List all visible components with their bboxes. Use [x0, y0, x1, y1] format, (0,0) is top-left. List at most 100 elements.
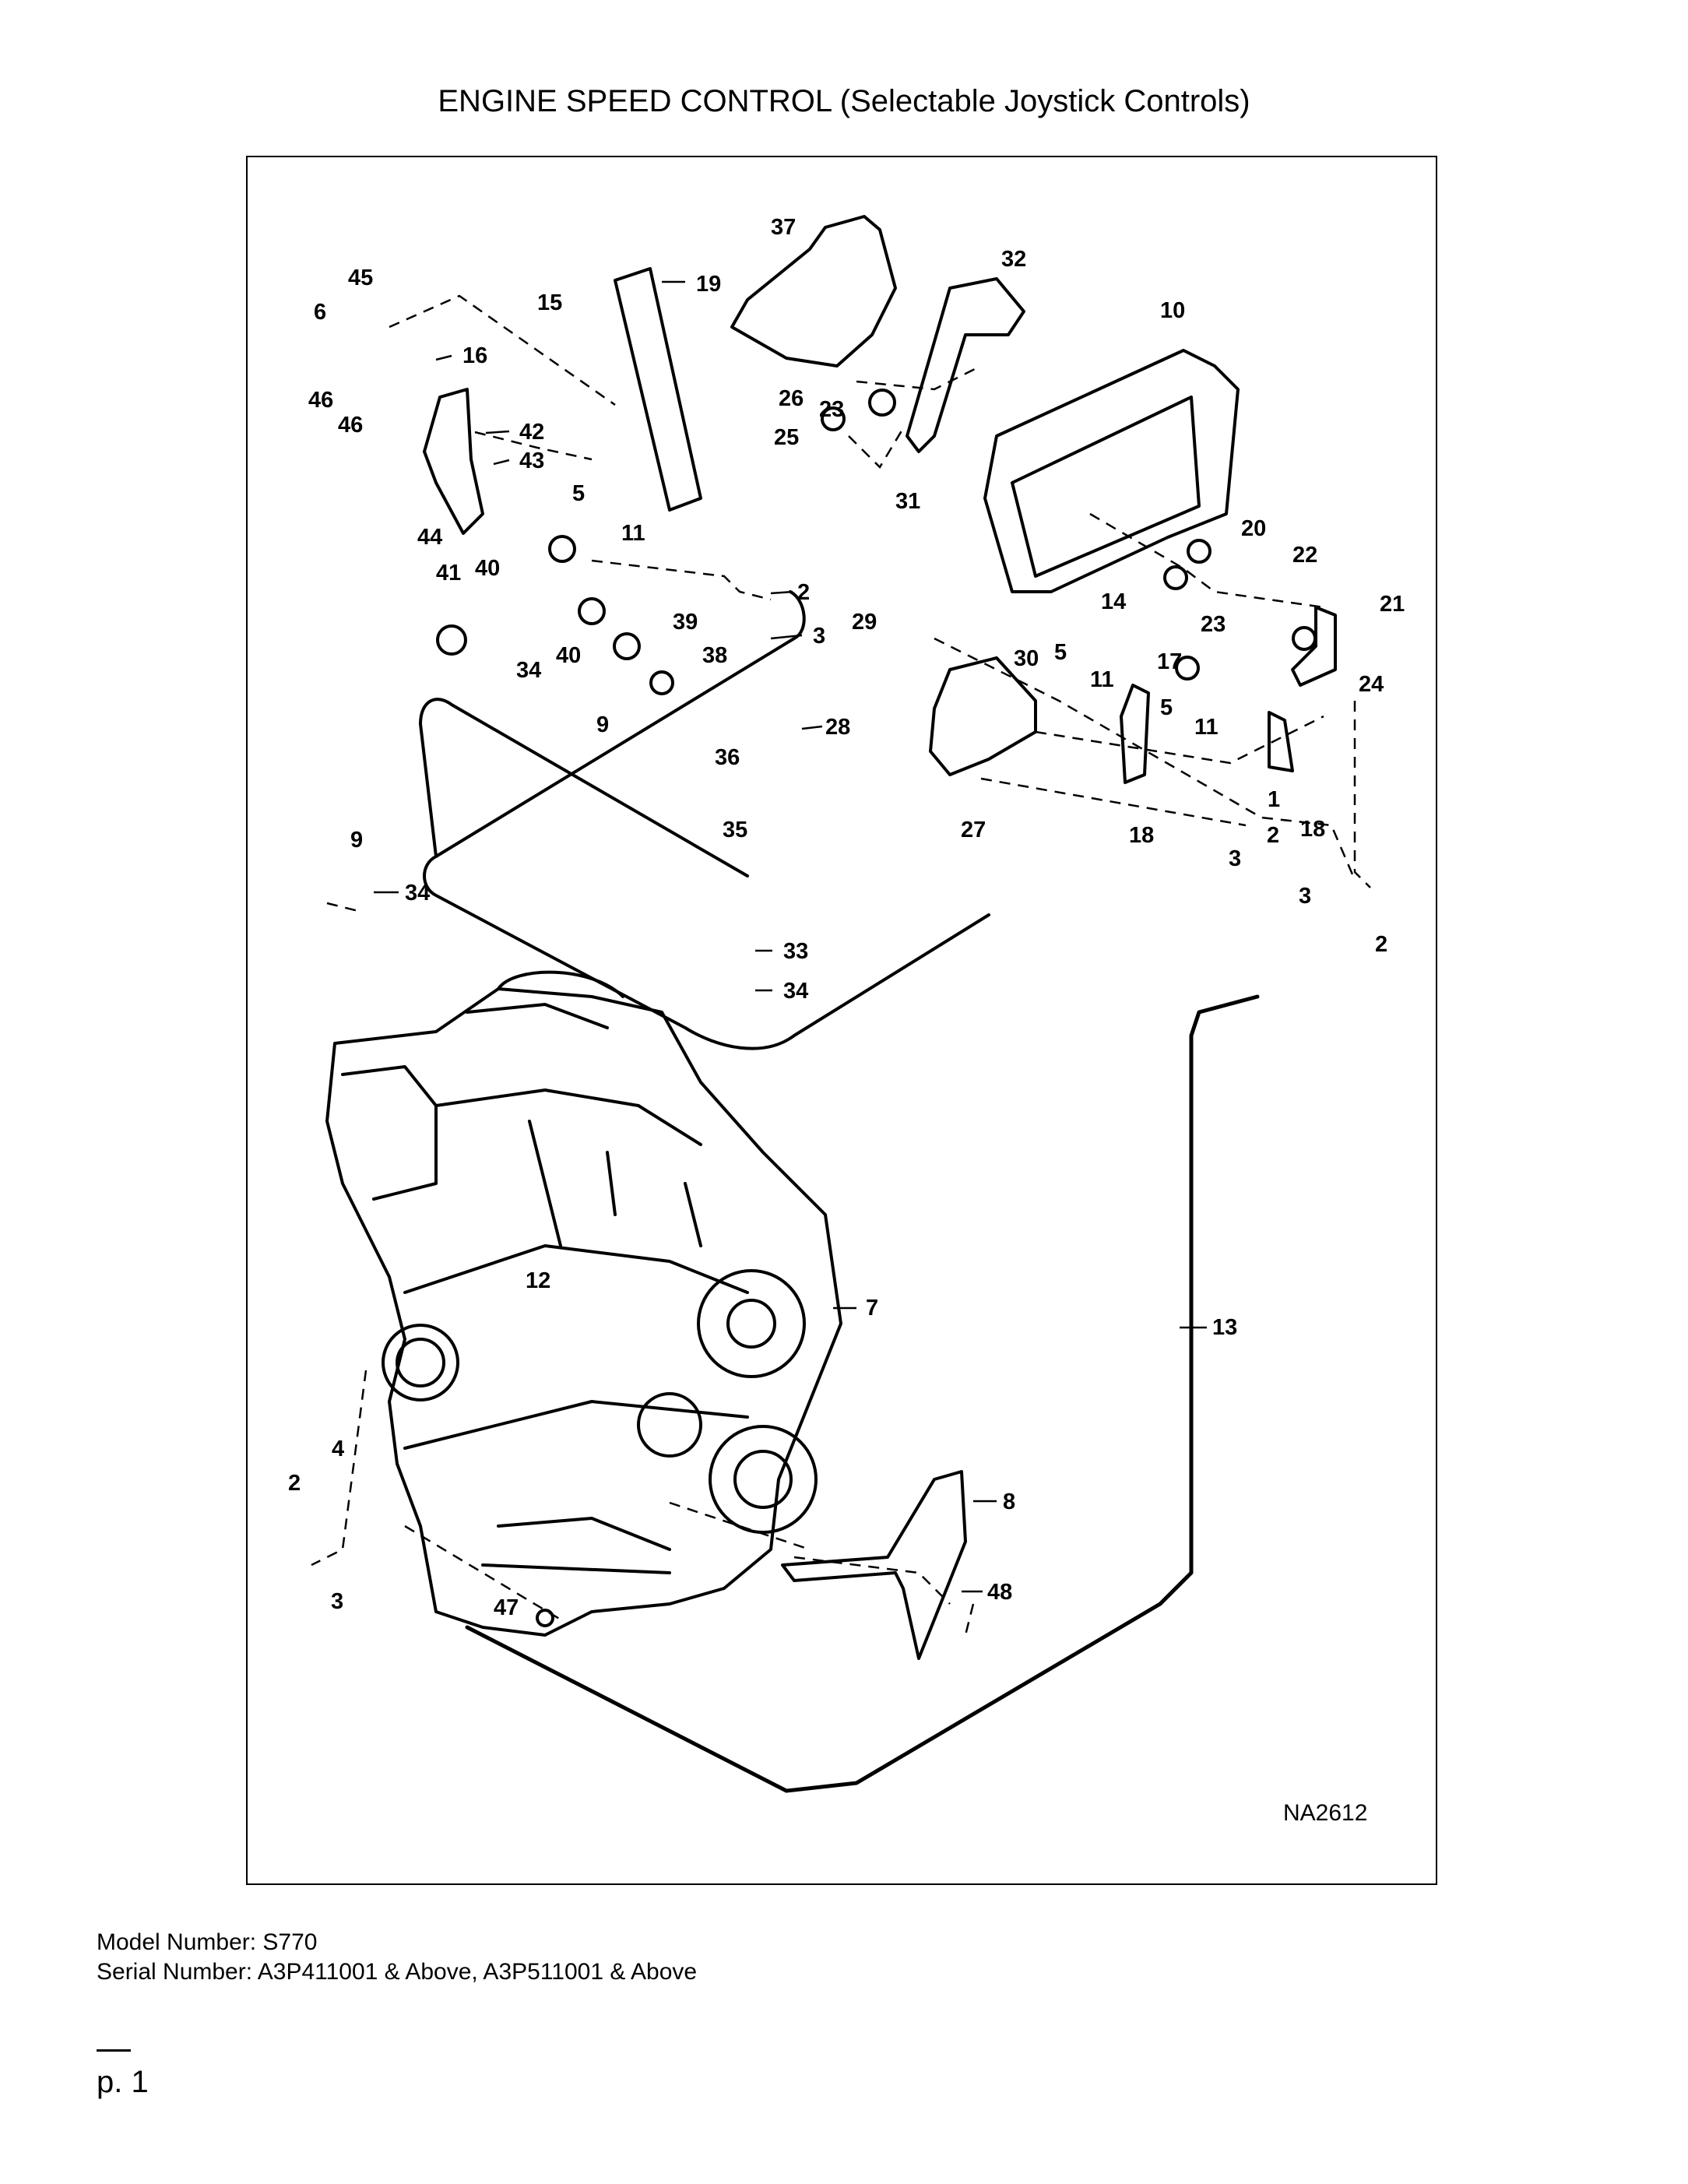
callout-23b: 23: [1201, 612, 1226, 637]
callout-23a: 23: [819, 397, 844, 422]
svg-text:35: 35: [723, 818, 747, 842]
callout-3c: 3: [1299, 884, 1311, 909]
callout-3a: 3: [813, 624, 825, 649]
svg-text:9: 9: [350, 828, 363, 853]
svg-text:2: 2: [1375, 932, 1387, 957]
callout-27: 27: [961, 818, 986, 842]
page-title: ENGINE SPEED CONTROL (Selectable Joystic…: [438, 84, 1250, 118]
callout-13: 13: [1212, 1315, 1237, 1340]
svg-text:11: 11: [1090, 667, 1114, 692]
svg-text:8: 8: [1003, 1489, 1015, 1514]
svg-text:2: 2: [1267, 823, 1279, 848]
svg-text:23: 23: [1201, 612, 1226, 637]
callout-34b: 34: [405, 881, 430, 906]
svg-text:34: 34: [405, 881, 430, 906]
svg-text:47: 47: [494, 1595, 519, 1620]
bracket-8: [781, 1470, 967, 1660]
cable-35: [423, 590, 990, 1050]
bracket-37: [730, 215, 897, 368]
cable-13: [465, 994, 1260, 1793]
callout-34c: 34: [783, 979, 808, 1004]
callout-38: 38: [702, 643, 727, 668]
svg-text:46: 46: [338, 413, 363, 438]
callout-2c: 2: [1375, 932, 1387, 957]
svg-text:14: 14: [1101, 589, 1126, 614]
svg-text:38: 38: [702, 643, 727, 668]
svg-text:18: 18: [1300, 817, 1325, 842]
callout-2d: 2: [288, 1471, 301, 1496]
svg-text:18: 18: [1129, 823, 1154, 848]
svg-text:40: 40: [475, 556, 500, 581]
callout-36: 36: [715, 745, 740, 770]
callout-16: 16: [462, 343, 487, 368]
svg-text:22: 22: [1292, 543, 1317, 568]
callout-29: 29: [852, 610, 877, 635]
svg-text:15: 15: [537, 290, 562, 315]
callout-9a: 9: [596, 712, 609, 737]
svg-text:11: 11: [1194, 715, 1219, 740]
callout-31: 31: [895, 489, 920, 514]
svg-text:48: 48: [987, 1580, 1012, 1605]
callout-21: 21: [1380, 592, 1405, 617]
svg-text:5: 5: [1054, 640, 1067, 665]
svg-text:19: 19: [696, 272, 721, 297]
svg-text:3: 3: [813, 624, 825, 649]
plate-10: [983, 349, 1240, 593]
page-rule: [97, 2049, 131, 2052]
callout-42: 42: [519, 420, 544, 445]
callout-1: 1: [1268, 787, 1280, 812]
cable-19: [614, 267, 702, 512]
callout-32: 32: [1001, 247, 1026, 272]
callout-22: 22: [1292, 543, 1317, 568]
callout-5b: 5: [1054, 640, 1067, 665]
svg-text:6: 6: [314, 300, 326, 325]
svg-text:2: 2: [288, 1471, 301, 1496]
callout-11b: 11: [1090, 667, 1114, 692]
callout-11c: 11: [1194, 715, 1219, 740]
svg-text:23: 23: [819, 397, 844, 422]
lever-1: [1268, 711, 1294, 772]
callout-40a: 40: [475, 556, 500, 581]
cable-35-loop: [419, 698, 749, 877]
svg-text:30: 30: [1014, 646, 1039, 671]
svg-text:26: 26: [779, 386, 804, 411]
svg-text:34: 34: [783, 979, 808, 1004]
callout-43: 43: [519, 448, 544, 473]
svg-text:2: 2: [797, 580, 810, 605]
svg-text:42: 42: [519, 420, 544, 445]
lever-17: [1120, 684, 1150, 784]
svg-text:43: 43: [519, 448, 544, 473]
svg-text:24: 24: [1359, 672, 1384, 697]
callout-24: 24: [1359, 672, 1384, 697]
svg-text:39: 39: [673, 610, 698, 635]
callout-28: 28: [825, 715, 850, 740]
callout-6: 6: [314, 300, 326, 325]
svg-text:5: 5: [1160, 695, 1173, 720]
callout-48: 48: [987, 1580, 1012, 1605]
callout-18a: 18: [1129, 823, 1154, 848]
bracket-24: [1291, 606, 1337, 687]
callout-4: 4: [332, 1437, 344, 1461]
page-number: p. 1: [97, 2065, 149, 2099]
bracket-44: [423, 388, 484, 535]
callout-7: 7: [866, 1296, 878, 1321]
serial-number: Serial Number: A3P411001 & Above, A3P511…: [97, 1959, 698, 1985]
svg-text:5: 5: [572, 481, 585, 506]
svg-text:12: 12: [526, 1268, 550, 1293]
callout-39: 39: [673, 610, 698, 635]
figure-id: NA2612: [1283, 1800, 1367, 1826]
callout-5c: 5: [1160, 695, 1173, 720]
callout-10: 10: [1160, 298, 1185, 323]
svg-text:11: 11: [621, 521, 645, 546]
callout-15: 15: [537, 290, 562, 315]
bracket-30: [929, 656, 1037, 776]
svg-text:41: 41: [436, 561, 461, 586]
callout-12: 12: [526, 1268, 550, 1293]
pedal-32: [906, 277, 1025, 453]
svg-text:1: 1: [1268, 787, 1280, 812]
svg-text:40: 40: [556, 643, 581, 668]
callout-47: 47: [494, 1595, 519, 1620]
svg-text:45: 45: [348, 266, 373, 290]
callout-30: 30: [1014, 646, 1039, 671]
callout-46a: 46: [308, 388, 333, 413]
